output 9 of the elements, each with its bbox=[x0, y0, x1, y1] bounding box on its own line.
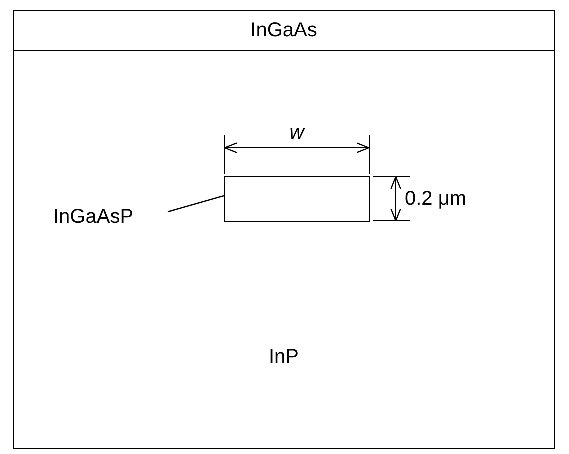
leader-line bbox=[168, 195, 224, 213]
layer-label: InGaAs bbox=[250, 19, 318, 42]
layer-label: InGaAsP bbox=[54, 206, 134, 228]
substrate-region bbox=[13, 50, 555, 449]
waveguide-core bbox=[224, 176, 370, 222]
dimension-label: w bbox=[290, 122, 304, 145]
layer-label: InP bbox=[268, 346, 300, 369]
dimension-label: 0.2 μm bbox=[405, 188, 467, 211]
layer-band bbox=[13, 10, 555, 51]
